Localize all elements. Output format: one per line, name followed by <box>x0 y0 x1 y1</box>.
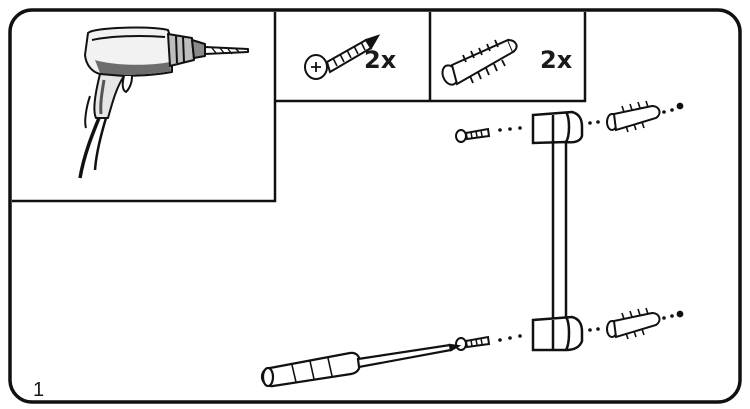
alignment-dots <box>498 108 674 342</box>
screw-quantity-label: 2x <box>364 46 397 74</box>
anchor-quantity-label: 2x <box>540 46 573 74</box>
wall-anchor-top-icon <box>606 100 684 133</box>
wall-anchor-bottom-icon <box>606 307 684 340</box>
step-number: 1 <box>33 379 45 401</box>
screwdriver-icon <box>260 343 462 388</box>
screw-top-icon <box>455 127 491 143</box>
outer-frame <box>8 8 742 404</box>
screw-bottom-icon <box>455 335 491 351</box>
towel-bar-icon <box>531 110 584 352</box>
screwdriver-guide <box>450 345 457 348</box>
drill-icon <box>78 26 249 179</box>
wall-anchor-icon <box>441 38 518 86</box>
screw-icon <box>304 34 381 80</box>
panel-borders <box>12 12 587 203</box>
